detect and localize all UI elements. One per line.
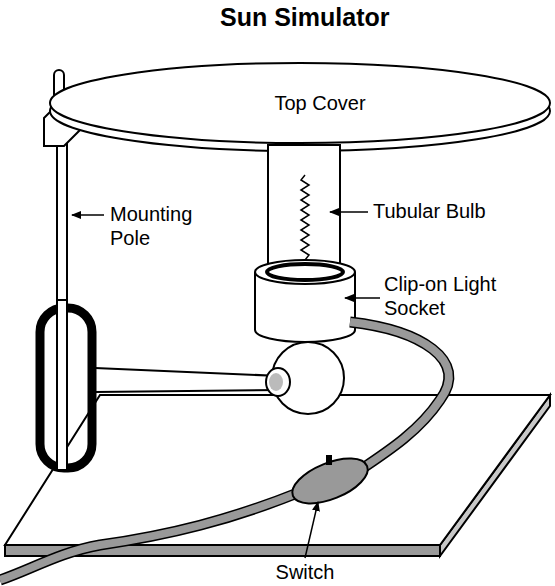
part-label: Tubular Bulb — [373, 199, 553, 223]
switch-body — [286, 449, 374, 512]
base-board — [5, 395, 550, 556]
part-label: Clip-on Light Socket — [384, 272, 549, 320]
part-label: Mounting Pole — [110, 202, 220, 250]
diagram-title: Sun Simulator — [220, 2, 389, 32]
support-arm — [95, 368, 280, 392]
top-cover-shape — [50, 63, 550, 151]
part-name: Top Cover — [274, 92, 365, 115]
pole-segment — [57, 300, 67, 470]
leader-lines — [72, 212, 380, 558]
part-label: Switch — [245, 560, 365, 584]
ball-joint — [266, 342, 344, 414]
cover-node: Top Cover — [170, 78, 470, 128]
power-cord — [0, 322, 449, 580]
tubular-bulb — [268, 145, 340, 275]
light-socket — [255, 260, 355, 342]
